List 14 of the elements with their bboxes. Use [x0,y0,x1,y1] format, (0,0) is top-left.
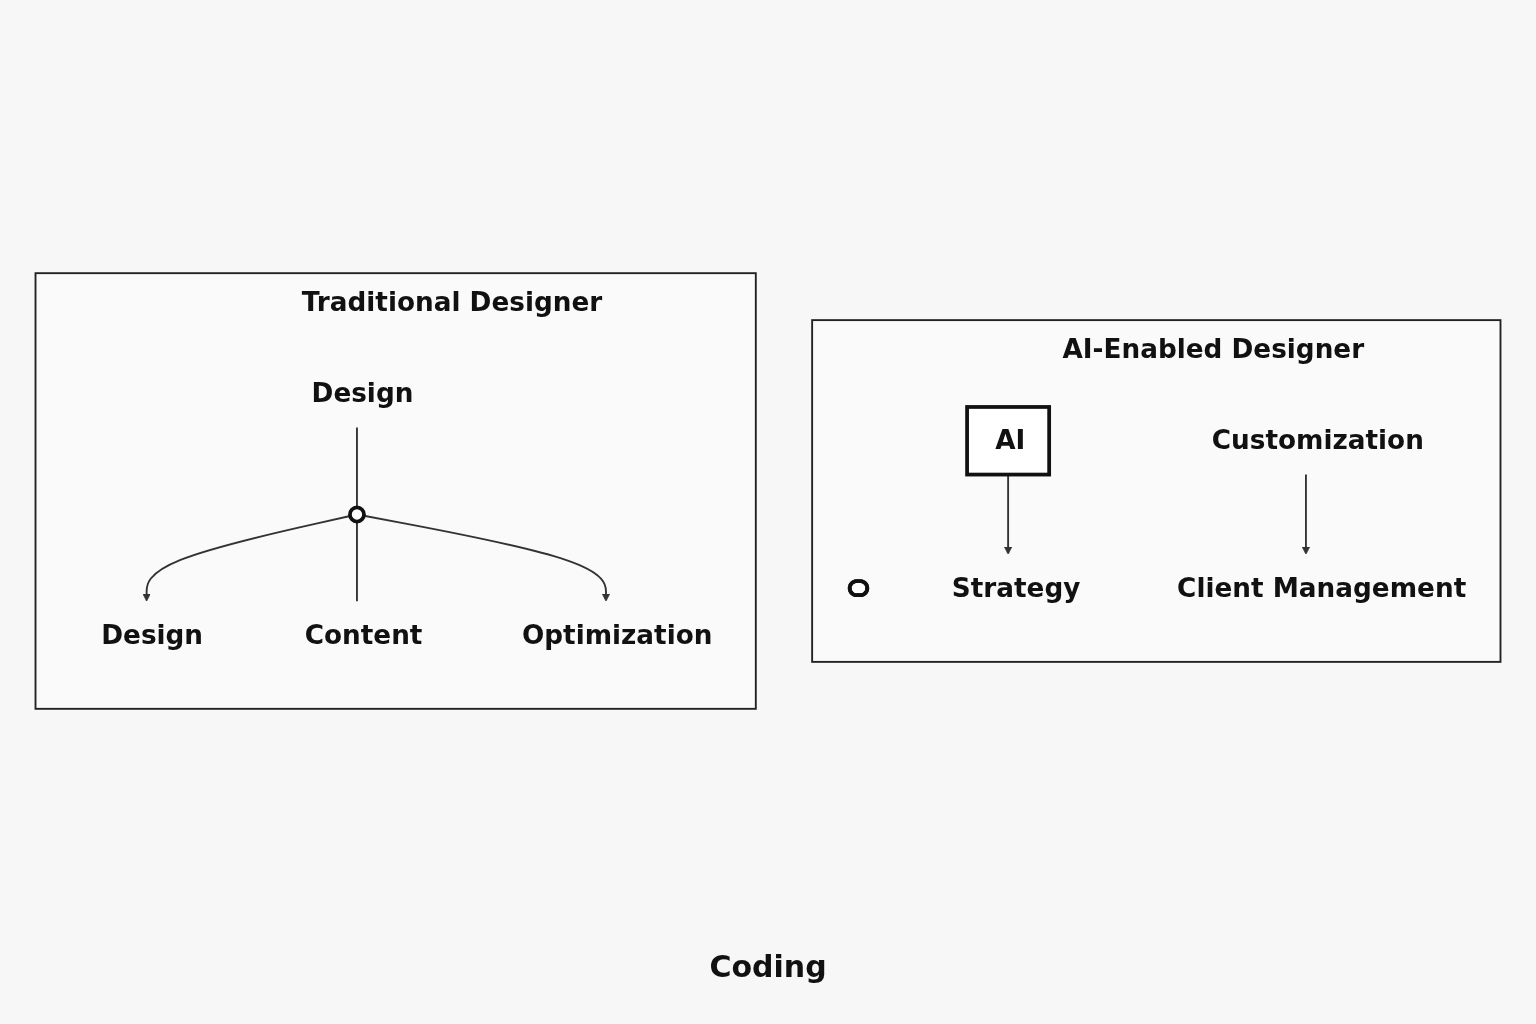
node-text: Customization [1211,424,1424,456]
connector [356,426,358,508]
connector [356,520,358,602]
node-text: Design [311,377,414,409]
node-box: AI [965,404,1052,476]
node-text: Design [101,618,204,650]
node-text: Strategy [951,571,1081,603]
node-text: Content [304,618,423,650]
note-text: Coding [709,948,827,984]
arrow [362,514,611,602]
node-text: Optimization [521,618,713,650]
node-text: Client Management [1177,571,1467,603]
node-circle [348,505,366,523]
arrow [1301,473,1311,555]
